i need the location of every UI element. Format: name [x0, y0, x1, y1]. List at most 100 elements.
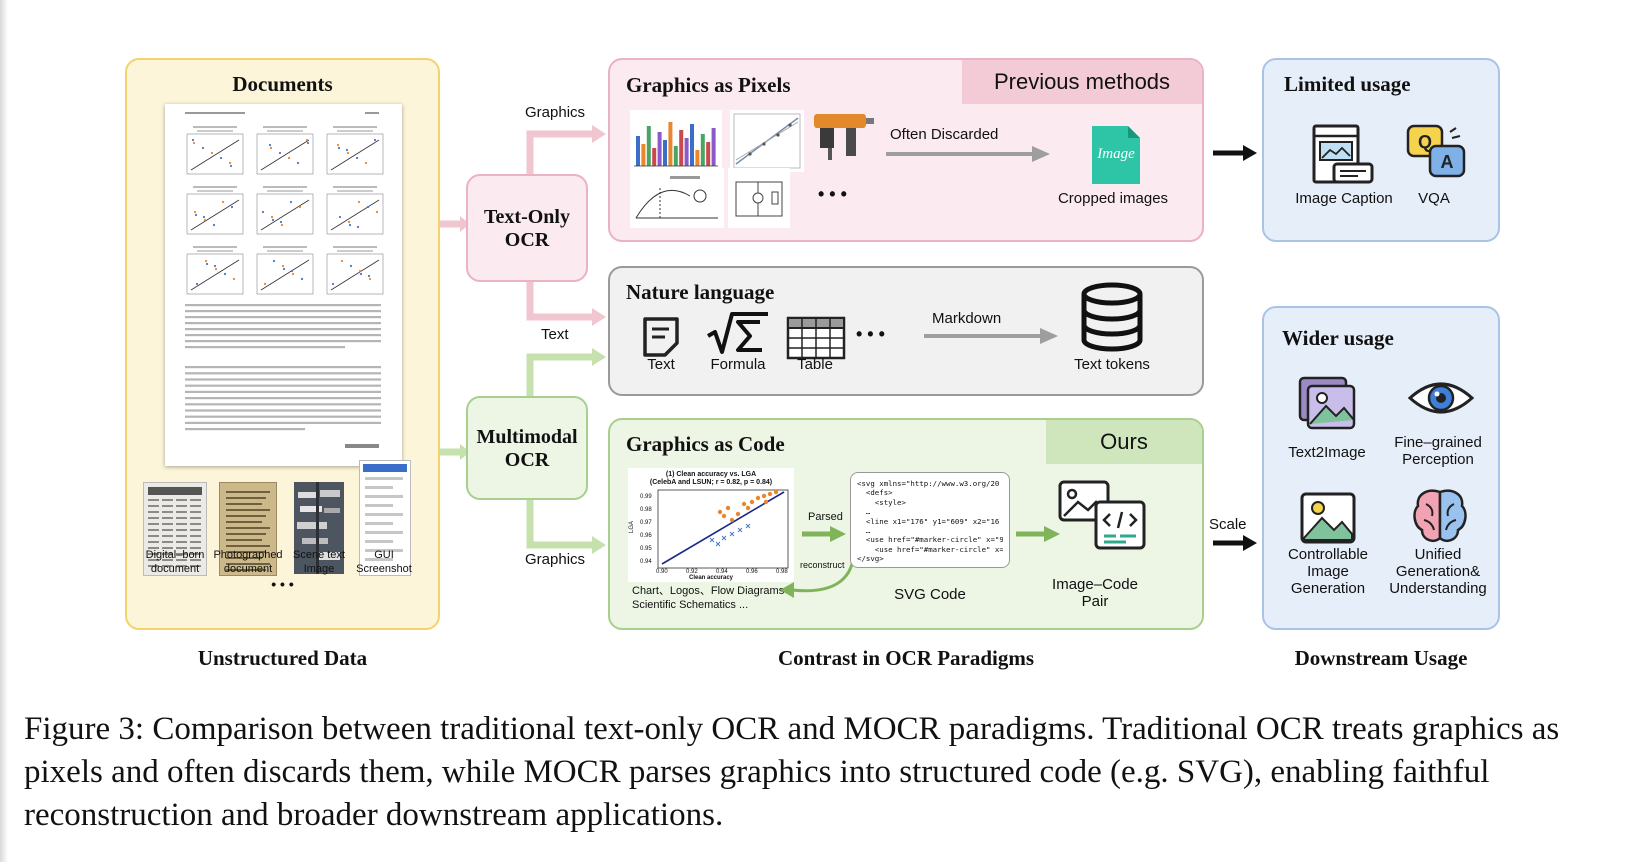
mini-plot-point: [280, 223, 284, 227]
mini-plot-frame: [256, 193, 314, 235]
mini-plot-subtitle: [197, 130, 233, 132]
page-text-line: [185, 304, 381, 307]
mini-plot-point: [269, 146, 273, 150]
image-caption-label: Image Caption: [1295, 190, 1393, 207]
mini-plot-point: [358, 269, 362, 273]
newspaper-text-line: [162, 523, 173, 525]
mini-plot-subtitle: [337, 190, 373, 192]
mini-plot-subtitle: [197, 190, 233, 192]
markdown-arrow: [924, 328, 1058, 344]
mini-plot-point: [347, 220, 351, 224]
text-tokens-label: Text tokens: [1074, 356, 1150, 373]
gui-title-bar: [363, 464, 407, 472]
newspaper-text-line: [148, 535, 159, 537]
mini-plot-point: [349, 264, 353, 268]
photo-document-text-line: [226, 503, 262, 505]
mini-plot-point: [194, 213, 198, 217]
formula-icon: [706, 310, 770, 358]
mini-plot-line: [260, 139, 310, 171]
mini-plot-point: [279, 220, 283, 224]
page-text-line: [185, 328, 381, 331]
gui-text-line: [365, 513, 403, 516]
example-chart-ytick: 0.96: [640, 533, 652, 539]
scatter-point-orange: [749, 499, 755, 505]
newspaper-text-line: [176, 547, 187, 549]
photo-document-text-line: [226, 557, 262, 559]
mini-plot-line: [190, 259, 240, 291]
photo-document-thumbnail-icon: [219, 482, 277, 576]
scatter-point-blue: [729, 531, 735, 537]
example-chart-xlabel: Clean accuracy: [688, 575, 734, 581]
page-text-line: [185, 372, 381, 375]
svg-code-line: …: [857, 507, 871, 517]
doc-type-label-digital: Digital–born document: [145, 549, 205, 575]
mini-plot-point: [331, 282, 335, 286]
often-discarded-arrow: [886, 146, 1050, 162]
svg-code-line: <defs>: [857, 488, 893, 498]
gui-screenshot-thumbnail-icon: [359, 460, 411, 576]
example-chart-ytick: 0.98: [640, 507, 652, 513]
mini-plot-point: [298, 205, 302, 209]
documents-title: Documents: [232, 72, 333, 96]
photo-document-text-line: [226, 491, 270, 493]
scale-label: Scale: [1209, 516, 1247, 533]
table-item-label: Table: [797, 356, 833, 373]
thumbnail-bar: [711, 128, 716, 166]
mini-plot-point: [193, 210, 197, 214]
svg-code-line: <use href="#marker-circle" x="9 …: [857, 535, 1003, 545]
gui-text-line: [365, 486, 393, 489]
documents-ellipsis: • • •: [271, 576, 294, 592]
svg-code-line: <svg xmlns="http://www.w3.org/20 …: [857, 479, 1003, 488]
scatter-point-orange: [763, 499, 769, 505]
graphics-as-code-panel: Graphics as Code Ours (1) Clean accuracy…: [608, 418, 1204, 630]
cropped-image-file-icon: Image: [1090, 124, 1142, 186]
mini-plot-line: [190, 139, 240, 171]
newspaper-text-line: [190, 499, 201, 501]
page-text-line: [185, 415, 381, 418]
thumbnail-bar: [690, 124, 694, 166]
mini-plot-point: [346, 151, 350, 155]
newspaper-text-line: [148, 523, 159, 525]
vqa-label: VQA: [1418, 190, 1450, 207]
wider-usage-panel: Wider usage Text2Image Fine–grained Perc…: [1262, 306, 1500, 630]
thumbnail-bar: [636, 136, 640, 166]
newspaper-text-line: [190, 565, 201, 567]
mini-plot-point: [202, 215, 206, 219]
newspaper-text-line: [176, 553, 187, 555]
mini-plot-title: [333, 186, 377, 188]
page-header-line: [185, 112, 245, 114]
svg-code-line: <use href="#marker-circle" x=" …: [857, 544, 1003, 554]
mini-plot-line: [190, 199, 240, 231]
newspaper-text-line: [162, 499, 173, 501]
scatter-point-blue: [721, 535, 727, 541]
page-text-line: [185, 397, 381, 400]
multimodal-ocr-box: Multimodal OCR: [466, 396, 588, 500]
reconstruct-label: reconstruct: [800, 560, 845, 570]
page-text-line: [185, 316, 381, 319]
newspaper-text-line: [176, 517, 187, 519]
mini-plot-frame: [256, 133, 314, 175]
scatter-point-orange: [761, 493, 767, 499]
newspaper-text-line: [148, 565, 159, 567]
newspaper-text-line: [148, 499, 159, 501]
thumbnail-bar: [706, 142, 711, 166]
mini-plot-subtitle: [267, 250, 303, 252]
gui-text-line: [365, 504, 393, 507]
physics-diagram-thumbnail-icon: [630, 168, 724, 228]
text-document-icon: [642, 316, 680, 358]
newspaper-text-line: [190, 541, 201, 543]
newspaper-text-line: [148, 541, 159, 543]
page-text-line: [185, 366, 381, 369]
newspaper-text-line: [190, 547, 201, 549]
svg-text:A: A: [1441, 152, 1454, 172]
scene-text-thumbnail-icon: [294, 482, 344, 574]
mini-plot-title: [193, 246, 237, 248]
mini-plot-point: [357, 200, 361, 204]
example-chart-plot: [657, 489, 789, 569]
mini-plot-frame: [186, 253, 244, 295]
newspaper-text-line: [190, 517, 201, 519]
svg-code-line: <style>: [857, 497, 906, 507]
photo-document-text-line: [226, 545, 270, 547]
photo-document-text-line: [226, 497, 266, 499]
